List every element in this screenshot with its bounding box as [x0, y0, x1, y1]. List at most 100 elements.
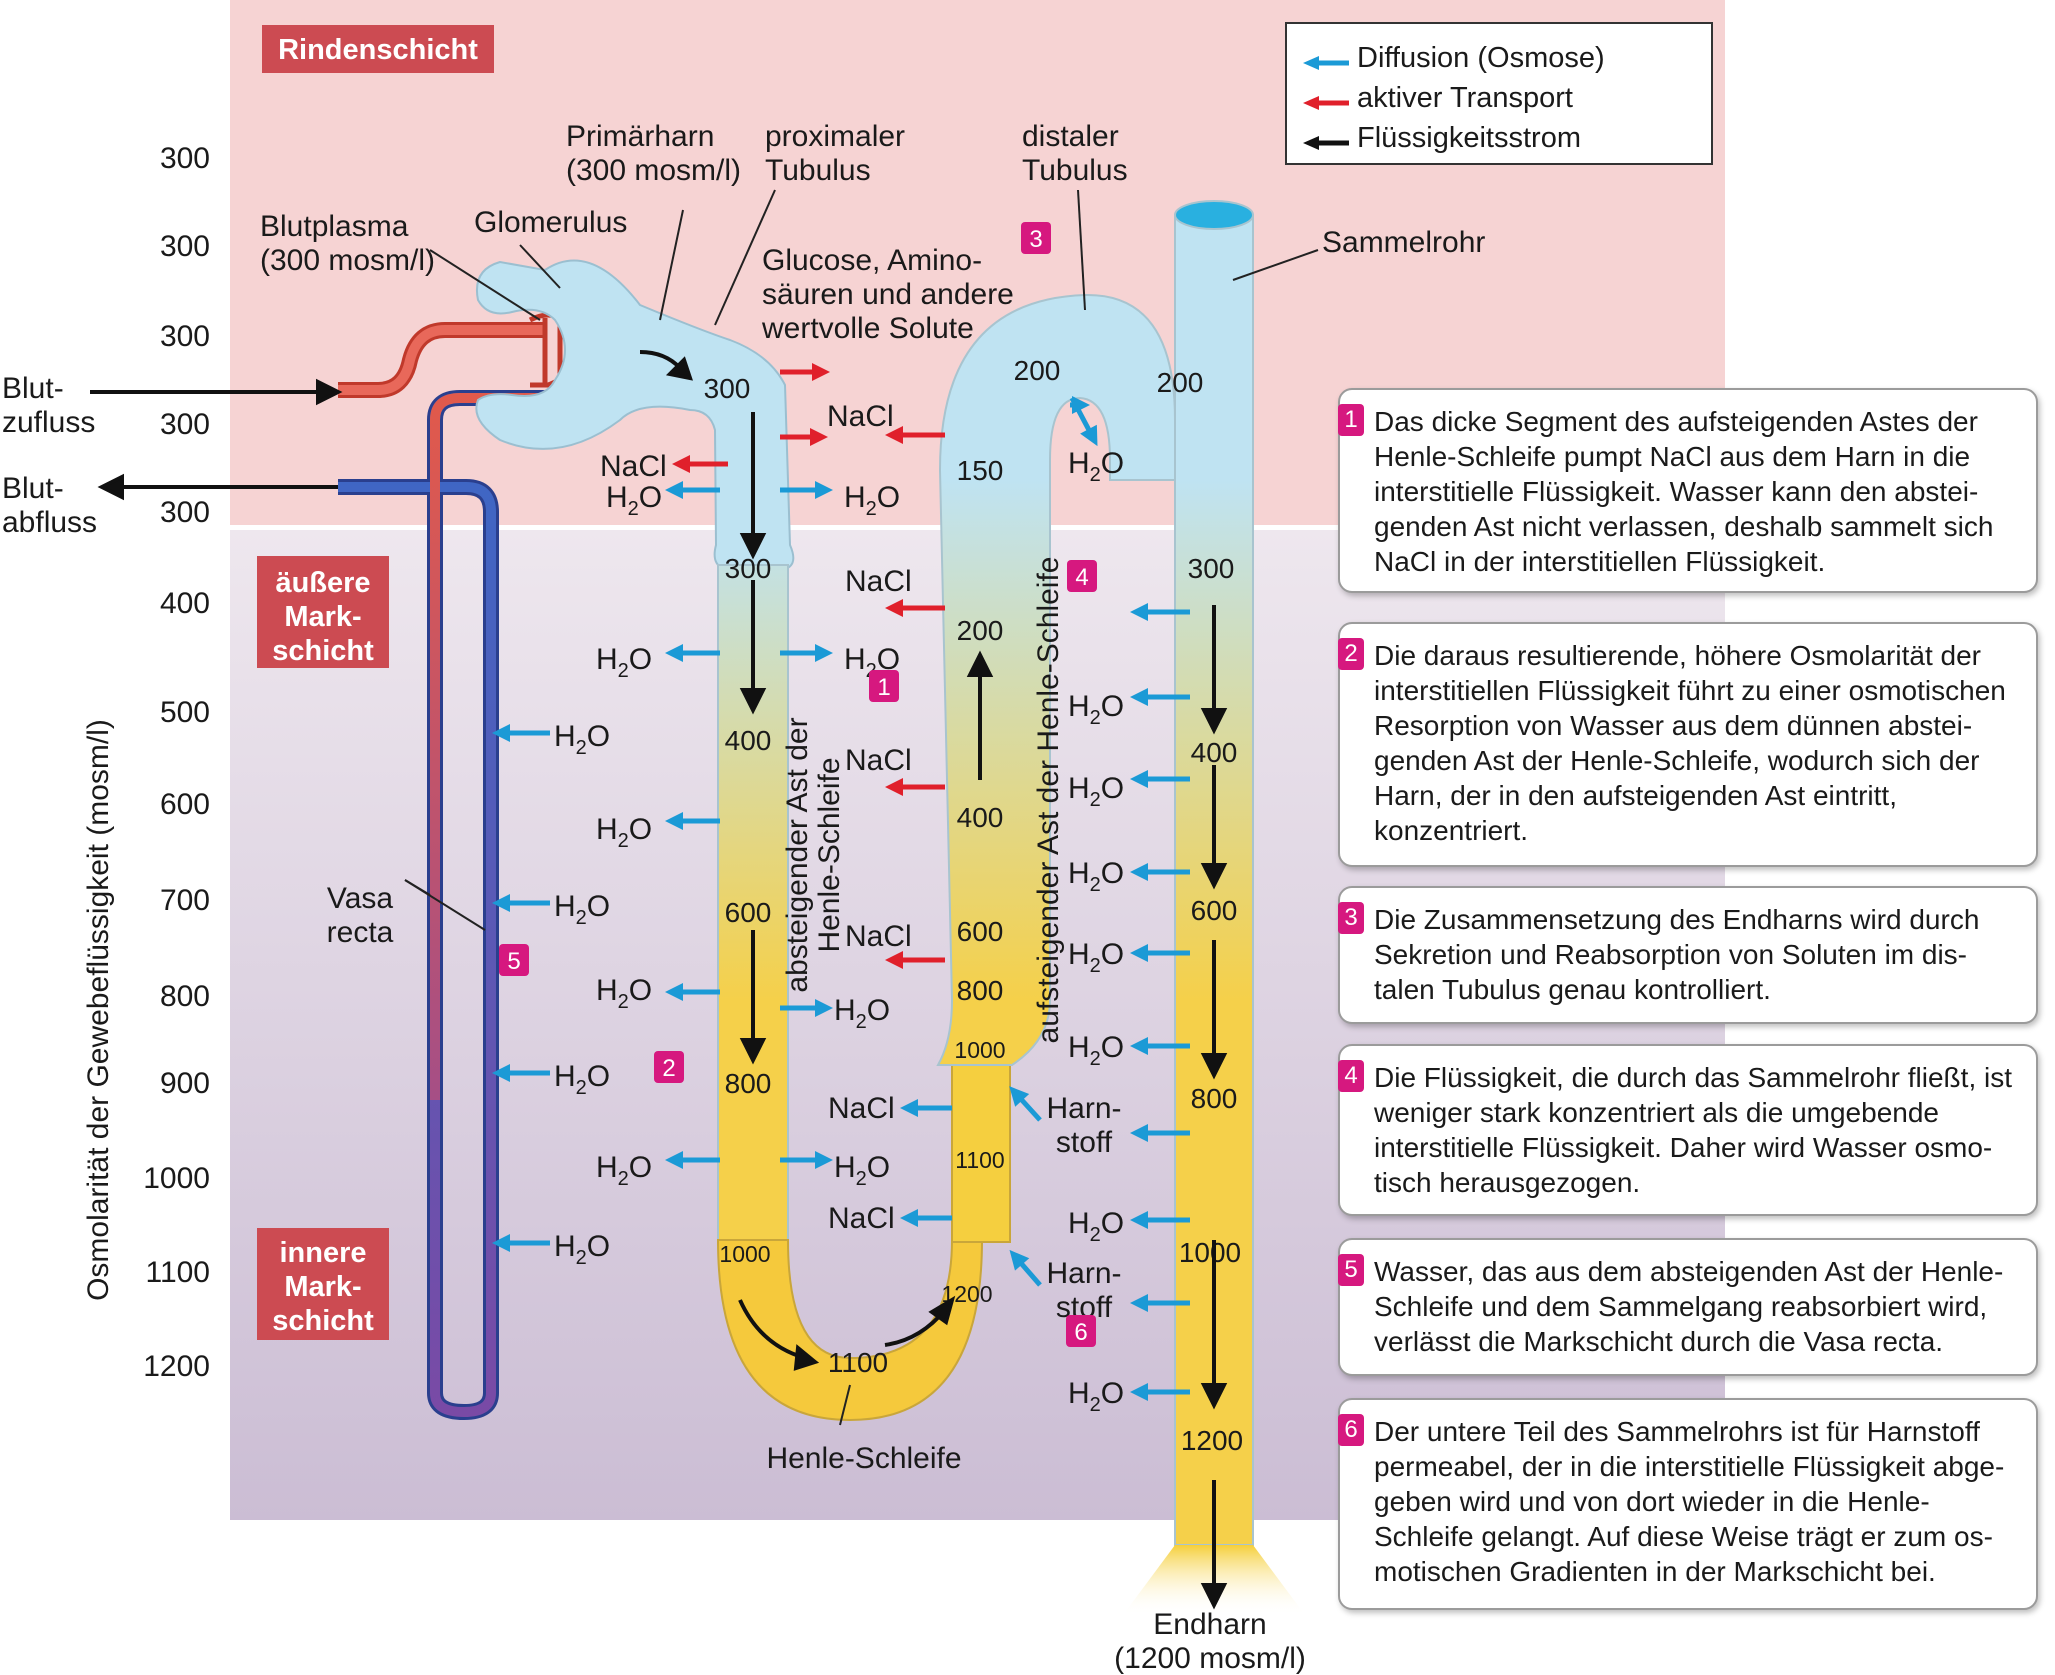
final-urine-label: Endharn(1200 mosm/l) [1114, 1608, 1306, 1675]
collecting-value: 600 [1191, 895, 1238, 926]
fluid-flow-arrow-icon [1303, 136, 1349, 150]
bowman-capsule [475, 259, 795, 571]
blood-vessels [338, 312, 575, 1421]
h2o-label: H2O [834, 1151, 890, 1190]
step-badge: 3 [1021, 222, 1051, 254]
step-badge-number: 6 [1074, 1319, 1087, 1346]
h2o-label: H2O [834, 994, 890, 1033]
ascending-value: 200 [957, 615, 1004, 646]
afferent-arteriole-inner [338, 325, 545, 395]
diffusion-arrow [780, 481, 833, 499]
h2o-label: H2O [596, 974, 652, 1013]
descending-value: 1000 [719, 1241, 770, 1267]
note-text: Der untere Teil des Sammelrohrs ist für … [1374, 1416, 2005, 1587]
y-tick-label: 800 [160, 980, 210, 1013]
diffusion-arrow [665, 983, 720, 1001]
diffusion-arrow [492, 724, 550, 742]
diffusion-arrow [665, 1151, 720, 1169]
descending-value: 800 [725, 1068, 772, 1099]
collecting-value: 400 [1191, 737, 1238, 768]
active-transport-arrow [885, 951, 945, 969]
ascending-limb-label: aufsteigender Ast der Henle-Schleife [1032, 557, 1065, 1044]
flow-arrows [90, 350, 1228, 1610]
active-transport-arrow [780, 428, 828, 446]
collecting-value: 1200 [1181, 1425, 1243, 1456]
nacl-label: NaCl [845, 744, 912, 777]
h2o-label: H2O [1068, 772, 1124, 811]
distal-value: 200 [1014, 355, 1061, 386]
blood-plasma-label: Blutplasma(300 mosm/l) [260, 210, 435, 277]
diffusion-arrow [492, 1064, 550, 1082]
nacl-label: NaCl [845, 920, 912, 953]
y-tick-label: 900 [160, 1067, 210, 1100]
diffusion-arrow [900, 1209, 952, 1227]
y-tick-label: 500 [160, 696, 210, 729]
y-tick-label: 700 [160, 884, 210, 917]
step-badge-number: 3 [1029, 226, 1042, 253]
transport-arrows [492, 363, 1190, 1401]
collecting-value: 300 [1188, 553, 1235, 584]
active-transport-arrow [885, 426, 945, 444]
h2o-label: H2O [1068, 938, 1124, 977]
collecting-value: 800 [1191, 1083, 1238, 1114]
y-tick-label: 1200 [143, 1350, 210, 1383]
active-transport-arrow [780, 363, 830, 381]
tube-values: 3003004006008001000150200400600800100011… [704, 355, 1244, 1456]
diffusion-arrow [1130, 1037, 1190, 1055]
legend-fluid-flow: Flüssigkeitsstrom [1357, 122, 1581, 154]
urea-label: Harn-stoff [1046, 1092, 1121, 1159]
diffusion-arrow [1130, 863, 1190, 881]
note-text: Das dicke Segment des aufsteigenden Aste… [1374, 406, 1994, 577]
collecting-value: 1000 [1179, 1237, 1241, 1268]
y-tick-label: 300 [160, 230, 210, 263]
pointer-lines [404, 189, 1319, 1426]
descending-value: 600 [725, 897, 772, 928]
urea-label: Harn-stoff [1046, 1257, 1121, 1324]
y-tick-label: 300 [160, 496, 210, 529]
note-text: Wasser, das aus dem absteigenden Ast der… [1374, 1256, 2004, 1357]
diffusion-arrow-icon [1303, 56, 1349, 70]
henle-loop-label: Henle-Schleife [766, 1442, 961, 1475]
collecting-duct-top [1174, 200, 1254, 230]
y-tick-label: 1100 [145, 1256, 210, 1289]
diffusion-arrow [780, 1151, 833, 1169]
descending-limb-tube [717, 564, 789, 1246]
h2o-label: H2O [1068, 447, 1124, 486]
h2o-label: H2O [1068, 1207, 1124, 1246]
note-badge: 2 [1338, 638, 1364, 670]
nacl-label: NaCl [828, 1202, 895, 1235]
step-badge-number: 5 [507, 948, 520, 975]
y-tick-label: 300 [160, 320, 210, 353]
blood-inflow-label: Blut-zufluss [2, 372, 95, 439]
diffusion-arrow [492, 1234, 550, 1252]
urea-arrow [1009, 1249, 1042, 1287]
ascending-value: 150 [957, 455, 1004, 486]
step-badge-number: 4 [1075, 564, 1088, 591]
diffusion-arrow [1130, 770, 1190, 788]
diffusion-arrow [780, 999, 833, 1017]
h2o-label: H2O [1068, 1377, 1124, 1416]
collecting-duct-label: Sammelrohr [1322, 226, 1485, 259]
h2o-label: H2O [1068, 857, 1124, 896]
h2o-label: H2O [554, 1230, 610, 1269]
primary-urine-label: Primärharn(300 mosm/l) [566, 120, 741, 187]
h2o-label: H2O [554, 890, 610, 929]
ascending-value: 1100 [955, 1147, 1004, 1173]
h2o-label: H2O [844, 481, 900, 520]
active-transport-arrow [672, 455, 728, 473]
blood-outflow-label: Blut-abfluss [2, 472, 97, 539]
y-axis-label: Osmolarität der Gewebeflüssigkeit (mosm/… [82, 719, 115, 1301]
diffusion-arrow [1069, 396, 1098, 447]
bend-value: 1100 [828, 1347, 888, 1378]
descending-value: 300 [704, 373, 751, 404]
h2o-label: H2O [554, 720, 610, 759]
legend-diffusion: Diffusion (Osmose) [1357, 42, 1605, 74]
glomerulus-label: Glomerulus [474, 206, 627, 239]
